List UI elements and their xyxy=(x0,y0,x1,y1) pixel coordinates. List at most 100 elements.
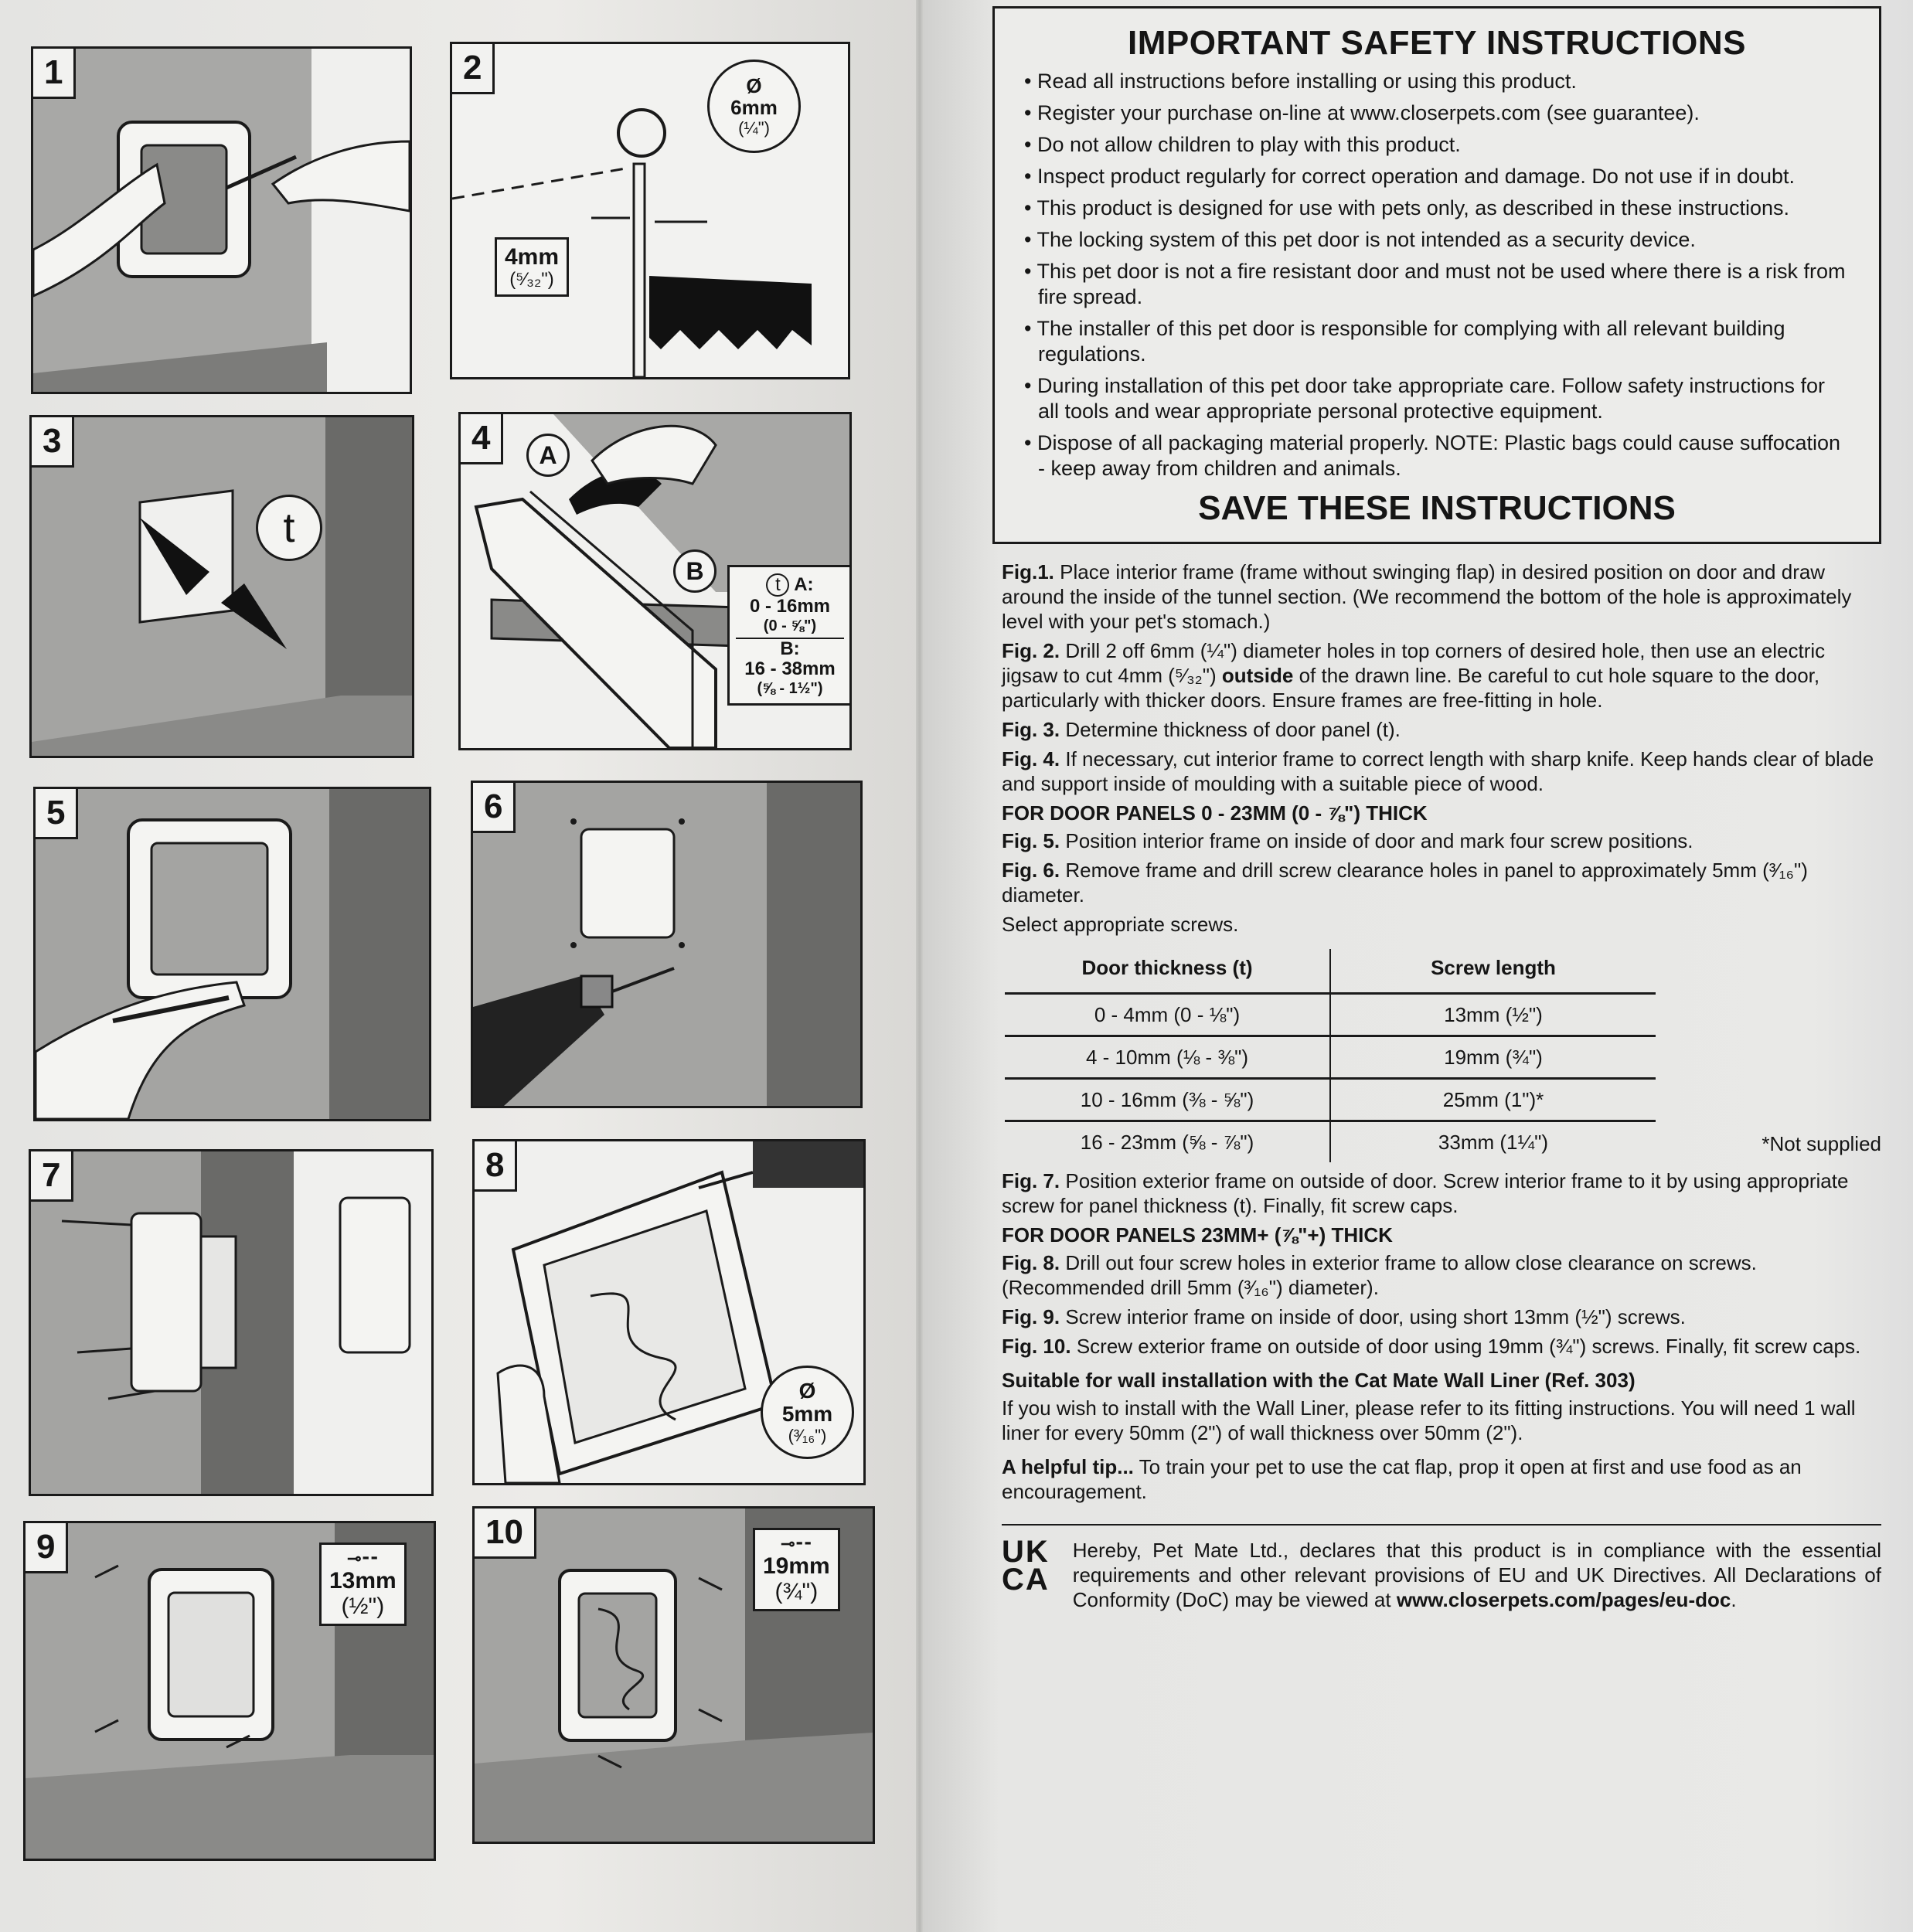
drill-size: 5mm xyxy=(781,1402,833,1427)
safety-item: Do not allow children to play with this … xyxy=(1023,132,1851,158)
drill-size-callout: Ø 6mm (¼") xyxy=(707,60,801,153)
table-row: 10 - 16mm (⅜ - ⅝")25mm (1")* xyxy=(1005,1077,1656,1121)
drilling-diagram xyxy=(452,108,812,377)
mark-screw-positions-illustration xyxy=(36,789,429,1119)
drill-size: 6mm xyxy=(730,96,778,120)
figure-1: 1 xyxy=(31,46,412,394)
drill-holes-illustration xyxy=(473,783,860,1106)
info-b-inch: (⅝ - 1½") xyxy=(757,679,823,697)
thickness-symbol: t xyxy=(766,573,790,597)
safety-box: IMPORTANT SAFETY INSTRUCTIONS Read all i… xyxy=(992,6,1881,544)
screw-icon: ⊸⁃⁃ xyxy=(781,1534,812,1553)
label-b: B xyxy=(673,549,717,593)
helpful-tip: A helpful tip... To train your pet to us… xyxy=(1002,1455,1802,1503)
screw-size-callout: ⊸⁃⁃ 13mm (½") xyxy=(319,1543,407,1627)
right-column: IMPORTANT SAFETY INSTRUCTIONS Read all i… xyxy=(992,6,1881,1612)
exterior-frame-drilling-illustration xyxy=(496,1141,863,1483)
figure-8: 8 Ø 5mm (³⁄₁₆") xyxy=(472,1139,866,1485)
fig1-step: Fig.1. Place interior frame (frame witho… xyxy=(1002,560,1852,633)
cut-offset-callout: 4mm (⁵⁄₃₂") xyxy=(495,237,570,298)
safety-item: The installer of this pet door is respon… xyxy=(1023,316,1851,367)
figure-6: 6 xyxy=(471,781,863,1108)
thickness-info-box: t A: 0 - 16mm (0 - ⅝") B: 16 - 38mm (⅝ -… xyxy=(727,565,849,706)
fig9-step: Fig. 9. Screw interior frame on inside o… xyxy=(1002,1305,1686,1328)
figure-number: 6 xyxy=(473,783,516,833)
label-a: A xyxy=(526,434,570,477)
table-row: 4 - 10mm (⅛ - ⅜")19mm (¾") xyxy=(1005,1035,1656,1079)
safety-title: IMPORTANT SAFETY INSTRUCTIONS xyxy=(1128,24,1746,62)
fig6-step: Fig. 6. Remove frame and drill screw cle… xyxy=(1002,859,1808,906)
figure-9: 9 ⊸⁃⁃ 13mm (½") xyxy=(23,1521,436,1861)
info-a-title: t A: xyxy=(736,573,844,597)
column-header: Door thickness (t) xyxy=(1005,949,1331,994)
wall-liner-text: If you wish to install with the Wall Lin… xyxy=(1002,1396,1856,1444)
instructions-body: Fig.1. Place interior frame (frame witho… xyxy=(992,544,1881,1612)
figure-number: 5 xyxy=(36,789,79,839)
safety-item: During installation of this pet door tak… xyxy=(1023,373,1851,424)
door-thickness-illustration xyxy=(32,417,412,756)
figure-number: 9 xyxy=(26,1523,69,1573)
info-b-title: B: xyxy=(780,638,800,659)
figure-number: 7 xyxy=(31,1151,74,1202)
diameter-symbol: Ø xyxy=(746,73,762,97)
doc-link[interactable]: www.closerpets.com/pages/eu-doc xyxy=(1396,1588,1731,1611)
figure-number: 1 xyxy=(33,49,77,99)
figure-number: 4 xyxy=(461,414,504,464)
safety-list: Read all instructions before installing … xyxy=(1023,69,1851,481)
thick-doors-heading: FOR DOOR PANELS 23MM+ (⅞"+) THICK xyxy=(1002,1223,1393,1247)
figure-3: 3 t xyxy=(29,415,414,758)
fig2-step: Fig. 2. Drill 2 off 6mm (¼") diameter ho… xyxy=(1002,639,1826,712)
screw-size: 19mm xyxy=(763,1553,830,1580)
fig4-step: Fig. 4. If necessary, cut interior frame… xyxy=(1002,747,1874,795)
figure-number: 3 xyxy=(32,417,75,468)
frame-marking-illustration xyxy=(33,49,410,392)
ukca-mark: UK CA xyxy=(1002,1535,1050,1597)
safety-item: This product is designed for use with pe… xyxy=(1023,196,1851,221)
screw-inch: (½") xyxy=(341,1594,385,1620)
figure-5: 5 xyxy=(33,787,431,1121)
figure-10: 10 ⊸⁃⁃ 19mm (¾") xyxy=(472,1506,875,1844)
screw-size-callout: ⊸⁃⁃ 19mm (¾") xyxy=(753,1528,840,1612)
thickness-symbol: t xyxy=(256,495,322,561)
safety-item: Read all instructions before installing … xyxy=(1023,69,1851,94)
table-row: 0 - 4mm (0 - ⅛")13mm (½") xyxy=(1005,992,1656,1036)
safety-item: Register your purchase on-line at www.cl… xyxy=(1023,100,1851,126)
figure-number: 10 xyxy=(475,1509,536,1559)
figure-4: 4 A B t A: 0 - 16mm (0 - ⅝") B: 16 - 38m… xyxy=(458,412,852,750)
figure-number: 2 xyxy=(452,44,495,94)
fig5-step: Fig. 5. Position interior frame on insid… xyxy=(1002,829,1693,852)
screw-table-wrap: Door thickness (t) Screw length 0 - 4mm (… xyxy=(1002,941,1881,1168)
info-b-range: 16 - 38mm xyxy=(744,658,836,680)
figure-number: 8 xyxy=(475,1141,518,1192)
drill-size-callout: Ø 5mm (³⁄₁₆") xyxy=(761,1366,854,1459)
info-a-range: 0 - 16mm xyxy=(749,596,831,617)
offset-size: 4mm xyxy=(505,244,560,270)
screw-size: 13mm xyxy=(329,1568,397,1594)
frame-cutting-illustration xyxy=(474,414,849,748)
screw-icon: ⊸⁃⁃ xyxy=(347,1549,379,1568)
not-supplied-note: *Not supplied xyxy=(1762,1132,1881,1155)
column-header: Screw length xyxy=(1431,956,1556,979)
drill-size-inch: (³⁄₁₆") xyxy=(788,1426,827,1446)
select-screws-text: Select appropriate screws. xyxy=(1002,913,1239,936)
table-row: 16 - 23mm (⅝ - ⅞")33mm (1¼") xyxy=(1005,1120,1656,1162)
fig8-step: Fig. 8. Drill out four screw holes in ex… xyxy=(1002,1251,1757,1299)
figure-7: 7 xyxy=(29,1149,434,1496)
diameter-symbol: Ø xyxy=(798,1378,816,1403)
safety-item: The locking system of this pet door is n… xyxy=(1023,227,1851,253)
screw-frames-illustration xyxy=(31,1151,431,1494)
compliance-text: Hereby, Pet Mate Ltd., declares that thi… xyxy=(1072,1539,1881,1611)
screw-table: Door thickness (t) Screw length 0 - 4mm (… xyxy=(1005,949,1656,1162)
safety-item: This pet door is not a fire resistant do… xyxy=(1023,259,1851,310)
figure-2: 2 Ø 6mm (¼") 4mm (⁵⁄₃₂") xyxy=(450,42,850,379)
fig7-step: Fig. 7. Position exterior frame on outsi… xyxy=(1002,1169,1849,1217)
info-a-inch: (0 - ⅝") xyxy=(736,617,844,639)
save-instructions-heading: SAVE THESE INSTRUCTIONS xyxy=(1198,489,1676,527)
drill-size-inch: (¼") xyxy=(738,118,770,138)
fig3-step: Fig. 3. Determine thickness of door pane… xyxy=(1002,718,1401,741)
fig10-step: Fig. 10. Screw exterior frame on outside… xyxy=(1002,1335,1861,1358)
page-fold xyxy=(916,0,924,1932)
screw-inch: (¾") xyxy=(774,1579,819,1605)
wall-liner-heading: Suitable for wall installation with the … xyxy=(1002,1369,1636,1392)
thin-doors-heading: FOR DOOR PANELS 0 - 23MM (0 - ⅞") THICK xyxy=(1002,801,1428,825)
